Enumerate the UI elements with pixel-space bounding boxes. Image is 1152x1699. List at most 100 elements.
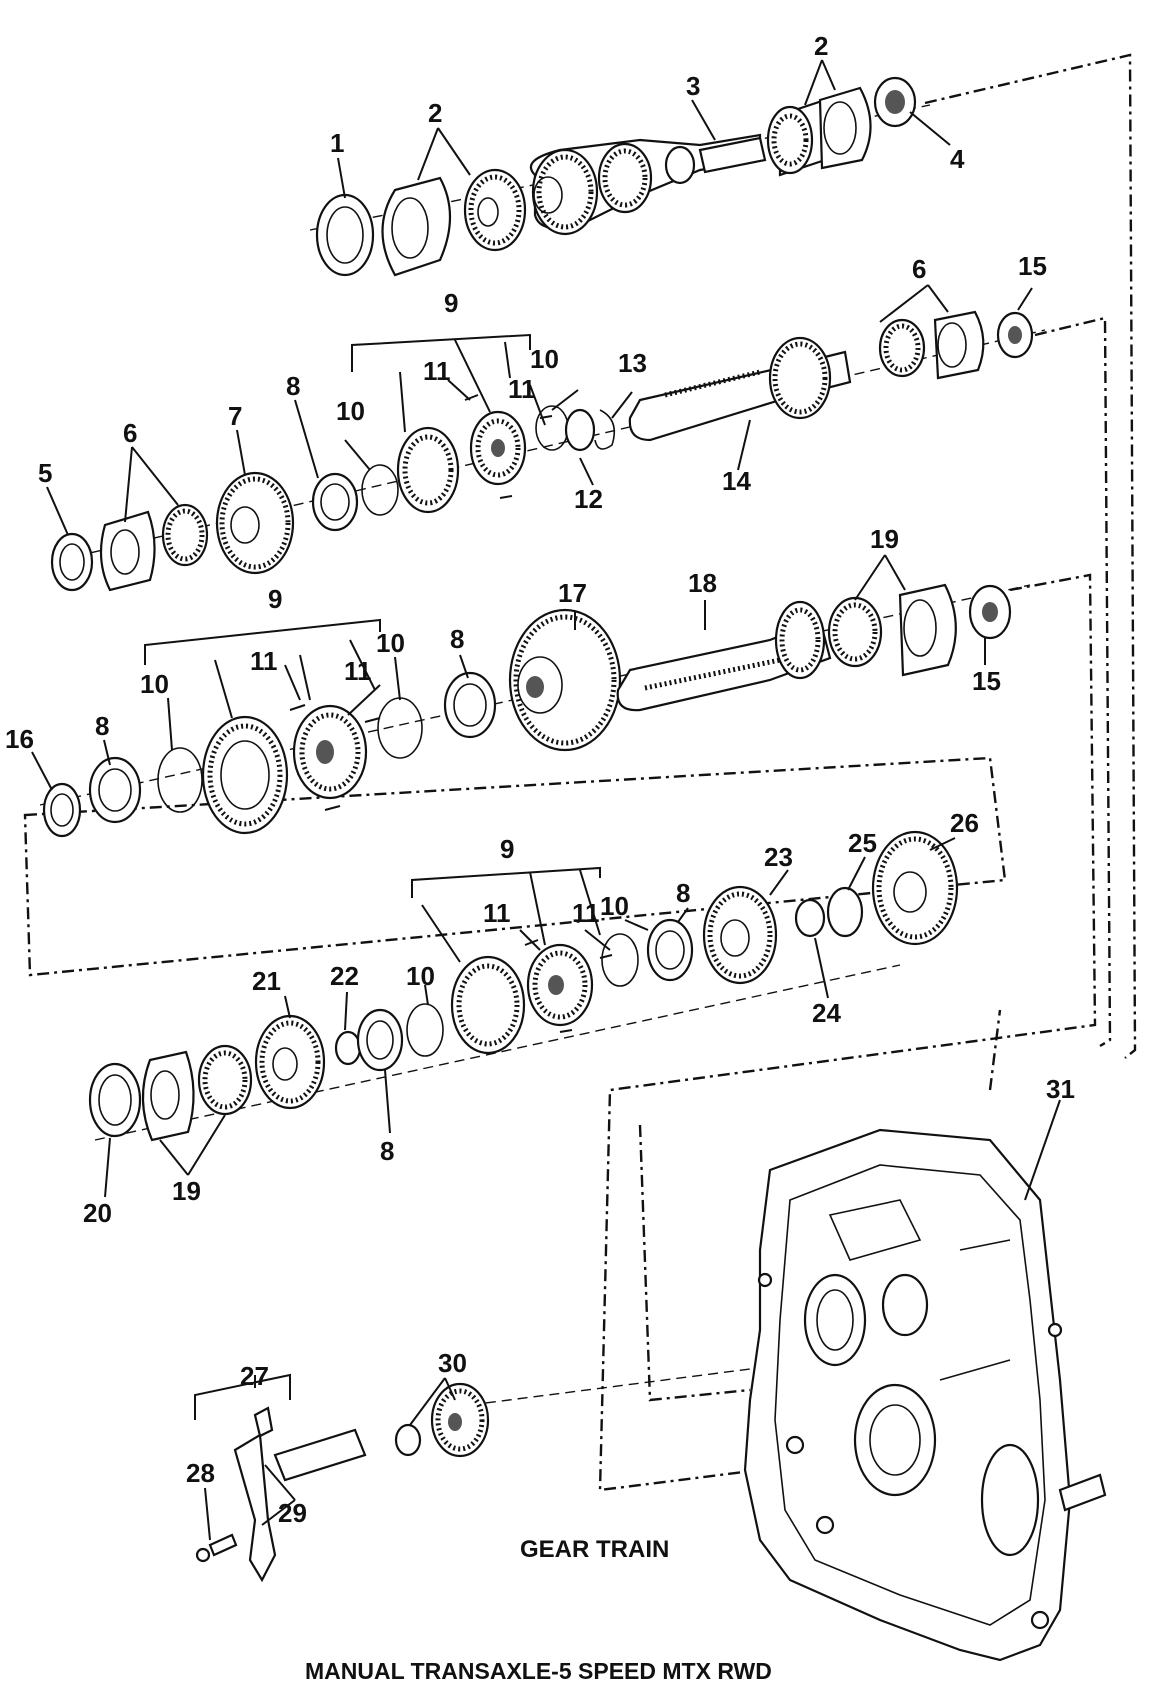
leader-lines: [31, 59, 1061, 1541]
callout-17: 17: [558, 578, 587, 608]
snap-ring-12: [564, 408, 596, 452]
shift-linkage-group: [194, 1373, 490, 1583]
callout-21: 21: [252, 966, 281, 996]
callout-18: 18: [688, 568, 717, 598]
mainshaft-group: [50, 310, 1034, 592]
callout-8: 8: [380, 1136, 394, 1166]
callout-8: 8: [286, 371, 300, 401]
snap-ring-13: [594, 409, 616, 450]
bushing-30a: [394, 1423, 422, 1457]
callout-10: 10: [140, 669, 169, 699]
blocker-ring-8c: [443, 671, 497, 739]
gear-26: [871, 830, 959, 946]
callout-8: 8: [450, 624, 464, 654]
callout-31: 31: [1046, 1074, 1075, 1104]
bearing-cup-19a: [898, 583, 957, 677]
input-shaft-group: [315, 76, 917, 277]
callout-6: 6: [123, 418, 137, 448]
callout-10: 10: [530, 344, 559, 374]
bushing-22: [334, 1030, 362, 1066]
callout-25: 25: [848, 828, 877, 858]
snap-ring-5: [50, 532, 94, 592]
callout-11: 11: [344, 656, 372, 686]
spring-ring-10f: [601, 933, 639, 987]
pin-28: [208, 1533, 238, 1557]
synchro-sleeve-9c: [450, 955, 526, 1055]
callout-11: 11: [423, 356, 451, 386]
callout-labels: 1 2 3 2 4 5 6 7 8 9 10 11 11 10 13 12 14…: [5, 31, 1075, 1528]
bearing-cup-20: [88, 1062, 142, 1138]
callout-7: 7: [228, 401, 242, 431]
reverse-gear-group: [88, 830, 959, 1142]
callout-12: 12: [574, 484, 603, 514]
shift-shaft-29: [273, 1428, 367, 1482]
bearing-cup-6a: [99, 510, 156, 592]
callout-3: 3: [686, 71, 700, 101]
callout-22: 22: [330, 961, 359, 991]
diagram-caption: GEAR TRAIN: [520, 1536, 669, 1563]
bearing-cup-2b: [818, 86, 872, 170]
callout-24: 24: [812, 998, 841, 1028]
callout-10: 10: [376, 628, 405, 658]
callout-9: 9: [268, 584, 282, 614]
bushing-24: [794, 898, 826, 938]
callout-10: 10: [336, 396, 365, 426]
callout-28: 28: [186, 1458, 215, 1488]
callout-11: 11: [572, 898, 600, 928]
bearing-cone-19b: [197, 1044, 253, 1116]
callout-10: 10: [406, 961, 435, 991]
callout-19: 19: [870, 524, 899, 554]
synchro-sleeve-9b: [201, 715, 289, 835]
callout-8: 8: [676, 878, 690, 908]
callout-10: 10: [600, 891, 629, 921]
callout-15: 15: [972, 666, 1001, 696]
spring-ring-10e: [406, 1003, 444, 1057]
bearing-cup-6b: [933, 310, 985, 380]
callout-20: 20: [83, 1198, 112, 1228]
callout-1: 1: [330, 128, 344, 158]
callout-2: 2: [428, 98, 442, 128]
callout-19: 19: [172, 1176, 201, 1206]
callout-5: 5: [38, 458, 52, 488]
shift-fork-29: [233, 1433, 277, 1583]
callout-9: 9: [444, 288, 458, 318]
bearing-race-2a: [381, 176, 452, 277]
callout-29: 29: [278, 1498, 307, 1528]
snap-ring-16: [42, 782, 82, 838]
gear-17: [508, 608, 622, 752]
blocker-ring-8b: [88, 756, 142, 824]
callout-27: 27: [240, 1361, 269, 1391]
callout-16: 16: [5, 724, 34, 754]
bearing-cone-2a: [463, 168, 527, 252]
gear-23: [702, 885, 778, 985]
callout-15: 15: [1018, 251, 1047, 281]
transaxle-case-31: [743, 1128, 1107, 1662]
callout-2: 2: [814, 31, 828, 61]
bearing-race-19b: [141, 1050, 195, 1142]
diagram-title: MANUAL TRANSAXLE-5 SPEED MTX RWD: [305, 1658, 772, 1684]
bearing-cone-19a: [827, 596, 883, 668]
callout-11: 11: [250, 646, 278, 676]
blocker-ring-8a: [311, 472, 359, 532]
callout-8: 8: [95, 711, 109, 741]
spring-ring-10a: [361, 464, 399, 516]
callout-11: 11: [483, 898, 511, 928]
pinion-shaft-group: [42, 583, 1012, 838]
callout-11: 11: [508, 374, 536, 404]
callout-30: 30: [438, 1348, 467, 1378]
callout-13: 13: [618, 348, 647, 378]
callout-9: 9: [500, 834, 514, 864]
blocker-ring-8e: [356, 1008, 404, 1072]
gear-7: [215, 471, 295, 575]
callout-26: 26: [950, 808, 979, 838]
callout-14: 14: [722, 466, 751, 496]
spring-ring-10c: [157, 747, 203, 813]
callout-6: 6: [912, 254, 926, 284]
callout-4: 4: [950, 144, 965, 174]
thrust-washer-25: [826, 886, 864, 938]
gear-21: [254, 1014, 326, 1110]
blocker-ring-8d: [646, 918, 694, 982]
callout-23: 23: [764, 842, 793, 872]
